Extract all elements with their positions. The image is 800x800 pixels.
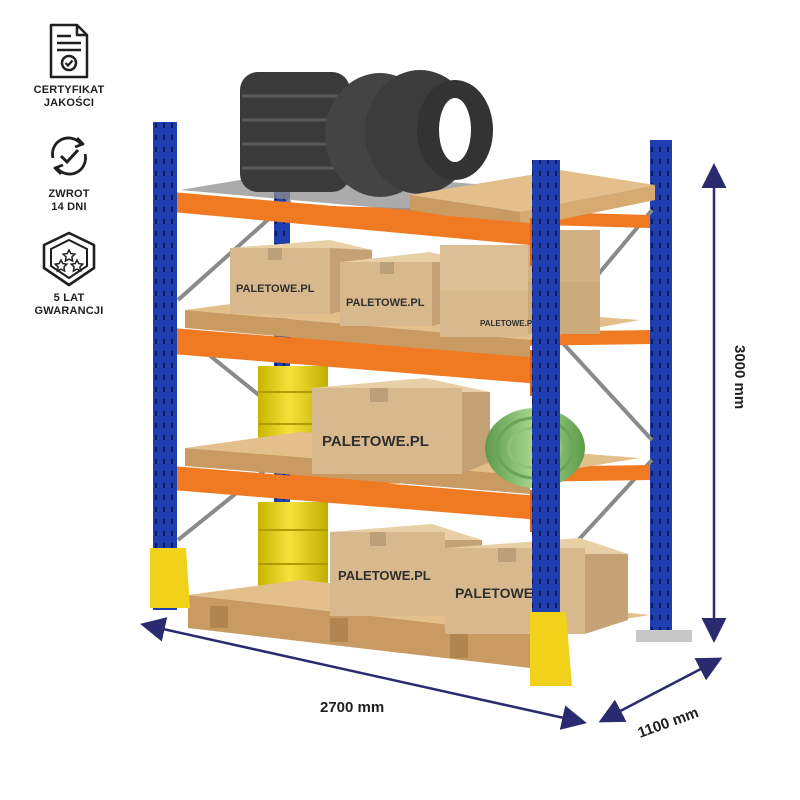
- tyre-stack: [240, 70, 493, 197]
- dimension-height: 3000 mm: [701, 163, 748, 643]
- box-brand-label: PALETOWE.PL: [338, 568, 431, 583]
- box-brand-label: PALETOWE.PL: [322, 433, 429, 450]
- warranty-shield-icon: [42, 231, 96, 287]
- box-brand-label: PALETOWE.PL: [480, 319, 537, 328]
- badge-warranty-line1: 5 LAT: [53, 292, 85, 304]
- badge-certificate-line1: CERTYFIKAT: [33, 84, 105, 96]
- depth-label: 1100 mm: [636, 704, 701, 742]
- badge-certificate-line2: JAKOŚCI: [43, 97, 95, 109]
- feature-badges: CERTYFIKAT JAKOŚCI ZWROT 14 DNI 5 LAT GW…: [14, 22, 124, 332]
- badge-warranty: 5 LAT GWARANCJI: [14, 230, 124, 318]
- box-level-3: PALETOWE.PL: [312, 378, 490, 474]
- box-stack-level-2-right: PALETOWE.PL: [440, 230, 600, 337]
- foot-guard-left: [150, 548, 190, 608]
- dimension-depth: 1100 mm: [598, 657, 723, 742]
- front-upright-left: [150, 122, 190, 610]
- dimension-width: 2700 mm: [140, 617, 587, 730]
- badge-return-line1: ZWROT: [48, 188, 90, 200]
- badge-return-line2: 14 DNI: [51, 201, 87, 213]
- badge-certificate: CERTYFIKAT JAKOŚCI: [14, 22, 124, 110]
- width-label: 2700 mm: [320, 699, 384, 716]
- box-brand-label: PALETOWE.PL: [455, 585, 555, 601]
- certificate-icon: [49, 23, 89, 79]
- foot-guard-right: [530, 612, 572, 686]
- badge-warranty-line2: GWARANCJI: [34, 305, 104, 317]
- badge-return: ZWROT 14 DNI: [14, 128, 124, 214]
- back-upright-right: [636, 140, 692, 642]
- height-label: 3000 mm: [731, 345, 748, 409]
- return-arrows-icon: [51, 136, 87, 176]
- box-brand-label: PALETOWE.PL: [346, 297, 425, 309]
- box-brand-label: PALETOWE.PL: [236, 283, 315, 295]
